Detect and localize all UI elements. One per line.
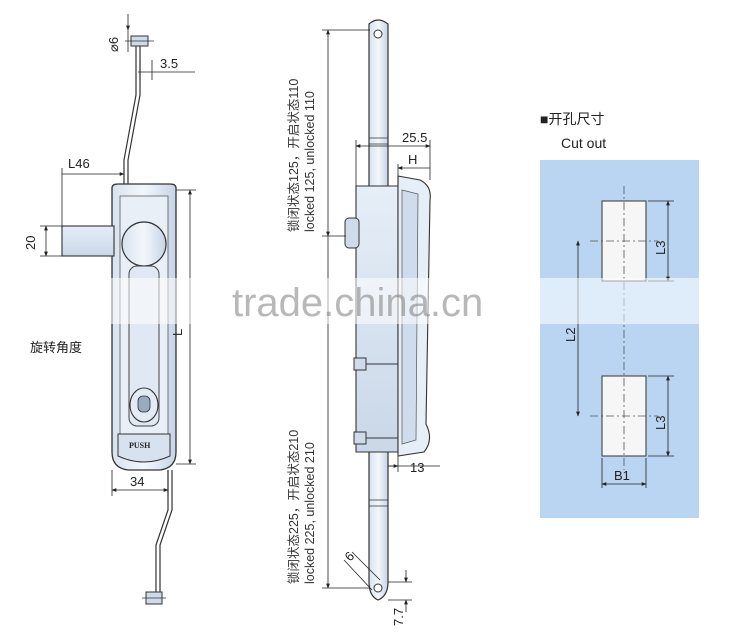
dim-6: 6 xyxy=(342,548,358,564)
watermark: trade.china.cn xyxy=(0,278,731,325)
push-button xyxy=(117,433,171,463)
dim-shaft-20: 20 xyxy=(23,236,38,250)
cutout-section: ■开孔尺寸 Cut out L3 L2 L3 B1 xyxy=(540,111,699,518)
dim-l3-bottom: L3 xyxy=(653,416,668,430)
cutout-title-cn: ■开孔尺寸 xyxy=(540,111,604,127)
lower-note-en: locked 225, unlocked 210 xyxy=(303,442,317,584)
front-view: PUSH ⌀6 3.5 L46 20 L 34 xyxy=(23,14,196,605)
cutout-dimensions xyxy=(576,200,674,488)
dim-l: L xyxy=(170,329,185,336)
push-label: PUSH xyxy=(129,441,151,450)
dim-hole-diameter: ⌀6 xyxy=(106,37,121,52)
dim-13: 13 xyxy=(410,460,424,475)
front-dimensions xyxy=(40,14,196,496)
upper-note-en: locked 125, unlocked 110 xyxy=(303,91,317,232)
dim-34: 34 xyxy=(130,474,144,489)
dim-h: H xyxy=(408,152,417,167)
dim-offset: 3.5 xyxy=(160,56,178,71)
dim-25-5: 25.5 xyxy=(402,130,427,145)
dim-b1: B1 xyxy=(614,468,630,483)
front-knob xyxy=(121,221,167,267)
dim-l2: L2 xyxy=(563,328,578,342)
upper-note-cn: 锁闭状态125，开启状态110 xyxy=(286,79,301,232)
lower-note-cn: 锁闭状态225，开启状态210 xyxy=(286,430,301,584)
front-upper-rod xyxy=(123,40,141,185)
dim-l46: L46 xyxy=(68,156,90,171)
rotation-angle-label: 旋转角度 xyxy=(30,340,82,356)
cutout-title-en: Cut out xyxy=(561,135,606,151)
front-lower-rod xyxy=(155,470,173,598)
front-shaft xyxy=(61,225,115,257)
dim-7-7: 7.7 xyxy=(391,608,406,626)
dim-l3-top: L3 xyxy=(653,241,668,255)
watermark-text: trade.china.cn xyxy=(232,281,483,325)
